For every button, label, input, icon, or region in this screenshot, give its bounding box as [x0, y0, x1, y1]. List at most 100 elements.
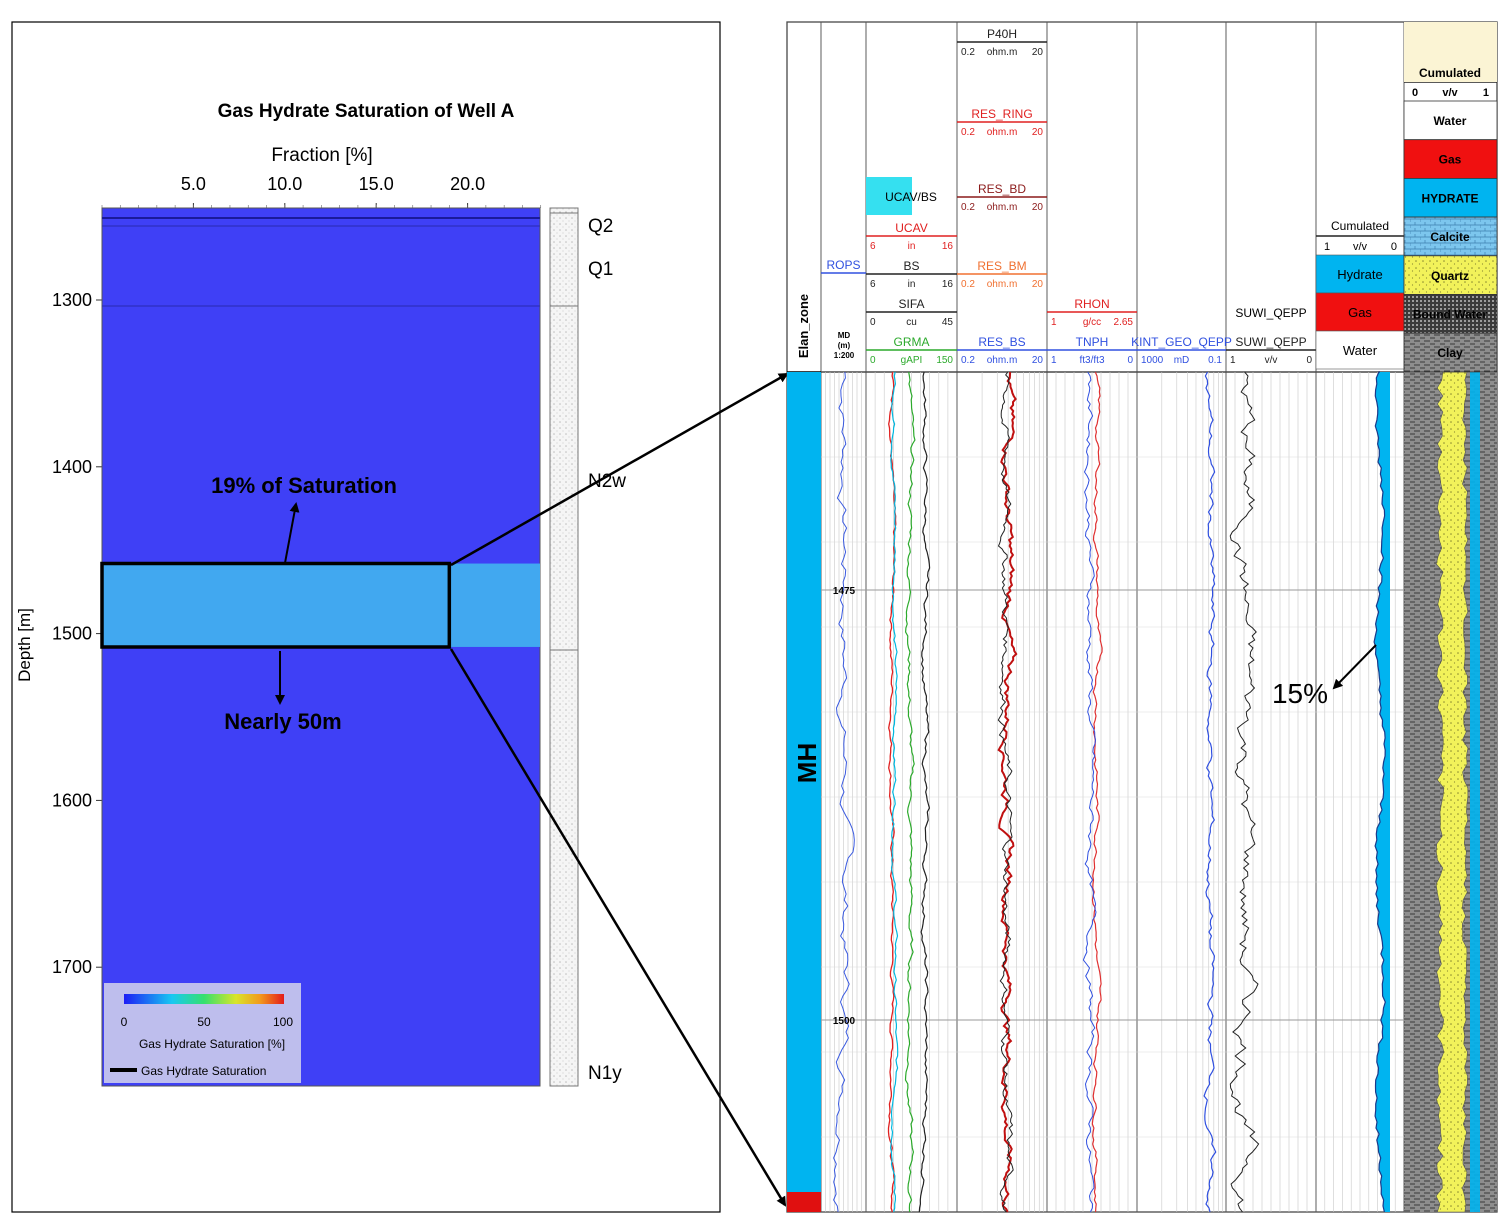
- curve-max-t2-2: 45: [942, 317, 954, 328]
- curve-max-t2-0: 16: [942, 241, 954, 252]
- curve-max-t3-4: 20: [1032, 355, 1044, 366]
- legend-tick-50: 50: [197, 1015, 211, 1029]
- curve-name-rops: ROPS: [826, 258, 860, 272]
- suwi-curve: [1229, 371, 1260, 1213]
- curve-unit-t2-2: cu: [906, 317, 917, 328]
- curve-name-t4-1: TNPH: [1076, 335, 1109, 349]
- curve-min-t2-2: 0: [870, 317, 876, 328]
- lith-swatch-hydrate: [1403, 177, 1498, 218]
- curve-max-t5-0: 0.1: [1208, 355, 1222, 366]
- depth-tick-1475: 1475: [833, 586, 856, 597]
- formation-label-Q2: Q2: [588, 216, 613, 237]
- curve-unit-t2-0: in: [908, 241, 916, 252]
- cum-left-max: 0: [1391, 241, 1397, 253]
- cumulated-header-box: [1404, 22, 1497, 82]
- log-curves: [833, 371, 1497, 1213]
- curve-name-t3-3: RES_BM: [977, 259, 1026, 273]
- y-tick-label-2: 1500: [52, 624, 92, 644]
- legend-tick-0: 0: [121, 1015, 128, 1029]
- hydrate-fill: [1374, 372, 1390, 1212]
- curve-name-t3-2: RES_BD: [978, 182, 1026, 196]
- y-tick-label-3: 1600: [52, 790, 92, 810]
- cumulated-header-right: Cumulated: [1419, 66, 1481, 80]
- curve-name-t4-0: RHON: [1074, 297, 1109, 311]
- curve-unit-t6-1: v/v: [1265, 355, 1278, 366]
- cum-left-min: 1: [1324, 241, 1330, 253]
- curve-min-t6-1: 1: [1230, 355, 1236, 366]
- curve-min-t4-1: 1: [1051, 355, 1057, 366]
- curve-unit-t3-0: ohm.m: [987, 47, 1018, 58]
- lith-label-hydrate: HYDRATE: [1421, 191, 1478, 205]
- curve-max-t2-3: 150: [936, 355, 953, 366]
- curve-max-t2-1: 16: [942, 279, 954, 290]
- curve-unit-t3-3: ohm.m: [987, 279, 1018, 290]
- curve-min-t3-3: 0.2: [961, 279, 975, 290]
- curve-unit-t4-0: g/cc: [1083, 317, 1101, 328]
- depth-tick-1500: 1500: [833, 1016, 856, 1027]
- curve-name-t2-0: UCAV: [895, 221, 927, 235]
- curve-min-t3-0: 0.2: [961, 47, 975, 58]
- x-tick-label-1: 10.0: [267, 174, 302, 194]
- lith-label-gas: Gas: [1439, 153, 1462, 167]
- formation-column: [549, 207, 579, 1087]
- curve-min-t5-0: 1000: [1141, 355, 1164, 366]
- lith-label-clay: Clay: [1437, 346, 1463, 360]
- curve-unit-t5-0: mD: [1174, 355, 1190, 366]
- curve-max-t3-1: 20: [1032, 127, 1044, 138]
- lith-swatch-bound-water: [1403, 294, 1498, 334]
- curve-max-t4-0: 2.65: [1114, 317, 1134, 328]
- curve-name-t3-4: RES_BS: [978, 335, 1025, 349]
- quartz-fill: [1435, 371, 1469, 1213]
- formation-label-N2w: N2w: [588, 471, 626, 492]
- zone-label: MH: [792, 743, 822, 783]
- legend-swatch-water: [1315, 330, 1405, 370]
- depth-header-1: (m): [838, 341, 851, 350]
- legend-label-water: Water: [1343, 343, 1378, 358]
- cum-right-max: 1: [1483, 87, 1489, 99]
- depth-header-2: 1:200: [834, 351, 855, 360]
- ucavbs-swatch: [866, 177, 912, 215]
- legend-swatch-gas: [1315, 292, 1405, 332]
- formation-label-Q1: Q1: [588, 259, 613, 280]
- curve-min-t2-1: 6: [870, 279, 876, 290]
- y-tick-label-0: 1300: [52, 290, 92, 310]
- lith-swatch-quartz: [1403, 255, 1498, 295]
- cum-right-unit: v/v: [1442, 87, 1458, 99]
- curve-unit-t2-3: gAPI: [901, 355, 923, 366]
- rhon-curve: [1091, 371, 1103, 1213]
- rops-curve: [833, 371, 855, 1213]
- curve-name-t3-1: RES_RING: [971, 107, 1032, 121]
- legend-colorbar-label: Gas Hydrate Saturation [%]: [139, 1037, 285, 1051]
- legend-label-gas: Gas: [1348, 305, 1372, 320]
- curve-max-t3-2: 20: [1032, 202, 1044, 213]
- curve-max-t3-3: 20: [1032, 279, 1044, 290]
- curve-max-t3-0: 20: [1032, 47, 1044, 58]
- cum-right-min: 0: [1412, 87, 1418, 99]
- grma-curve: [904, 371, 916, 1213]
- curve-name-t2-2: SIFA: [898, 297, 924, 311]
- curve-name-t5-0: KINT_GEO_QEPP: [1131, 335, 1232, 349]
- curve-name-t2-1: BS: [903, 259, 919, 273]
- y-tick-label-1: 1400: [52, 457, 92, 477]
- curve-max-t4-1: 0: [1127, 355, 1133, 366]
- connector-arrow-bottom: [449, 648, 787, 1207]
- formation-label-N1y: N1y: [588, 1063, 622, 1084]
- curve-unit-t3-4: ohm.m: [987, 355, 1018, 366]
- callout-arrow: [1332, 644, 1377, 690]
- curve-min-t2-0: 6: [870, 241, 876, 252]
- depth-ticks: 1475 1500: [833, 586, 856, 1027]
- left-panel: Gas Hydrate Saturation of Well A Fractio…: [11, 21, 721, 1213]
- curve-unit-t3-1: ohm.m: [987, 127, 1018, 138]
- curve-unit-t4-1: ft3/ft3: [1079, 355, 1104, 366]
- top-axis-label: Fraction [%]: [271, 145, 372, 166]
- res-bd-curve: [997, 371, 1014, 1213]
- lith-swatch-calcite: [1403, 216, 1498, 257]
- curve-min-t3-1: 0.2: [961, 127, 975, 138]
- curve-name-suwi-top: SUWI_QEPP: [1235, 306, 1306, 320]
- saturation-annotation: 19% of Saturation: [211, 473, 397, 498]
- curve-name-t3-0: P40H: [987, 27, 1017, 41]
- connector-arrow-top: [450, 372, 789, 567]
